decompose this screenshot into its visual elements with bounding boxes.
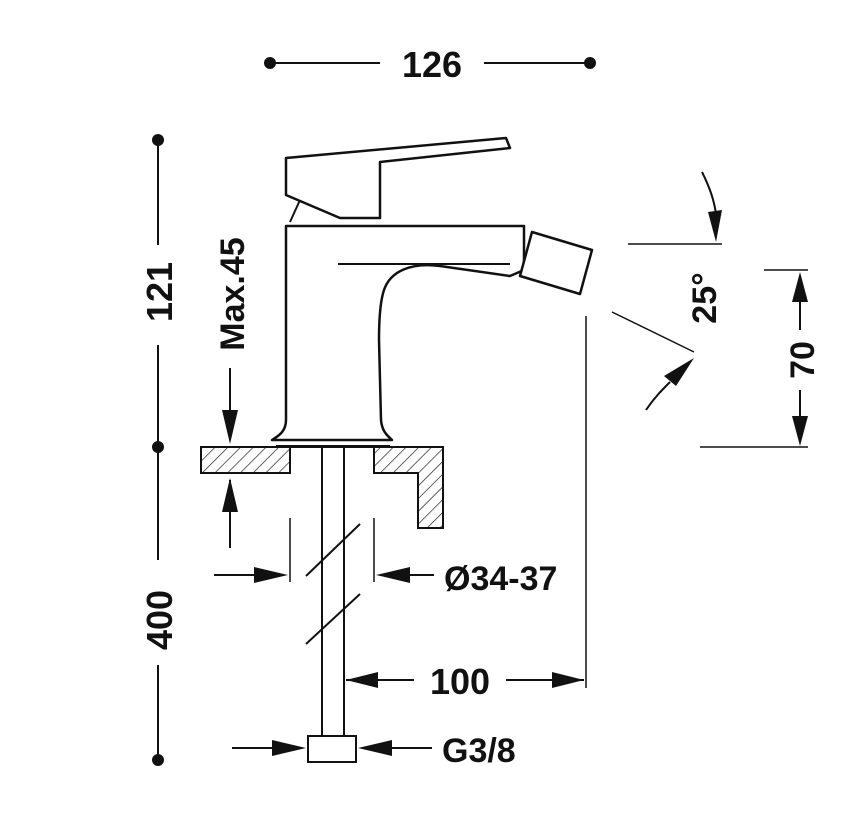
lever-handle: [284, 136, 512, 220]
faucet-body: [270, 136, 594, 447]
dimension-label-g38: G3/8: [442, 732, 516, 770]
supply-pipes: [305, 447, 361, 763]
dimension-connection: G3/8: [232, 732, 516, 770]
connector-nut: [307, 735, 357, 763]
dimension-label-126: 126: [402, 44, 462, 85]
bidet-nozzle: [518, 230, 594, 296]
dimension-top-width: 126: [264, 44, 596, 85]
dimension-nozzle-angle: 25°: [611, 171, 724, 411]
dimension-max-deck: Max.45: [214, 237, 252, 548]
dimension-label-max45: Max.45: [214, 237, 252, 350]
dimension-label-121: 121: [139, 262, 180, 322]
dimension-label-400: 400: [139, 590, 180, 650]
dimension-label-diameter: Ø34-37: [444, 560, 557, 598]
dimension-label-70: 70: [784, 341, 822, 379]
dimension-label-angle: 25°: [686, 272, 724, 323]
main-body: [270, 224, 526, 442]
dimension-spout-reach: 100: [346, 316, 587, 702]
dimension-left-vertical: 121 400: [139, 134, 180, 766]
dimension-label-100: 100: [430, 661, 490, 702]
dimension-hole-diameter: Ø34-37: [214, 518, 557, 598]
dimension-nozzle-height: 70: [700, 269, 822, 448]
